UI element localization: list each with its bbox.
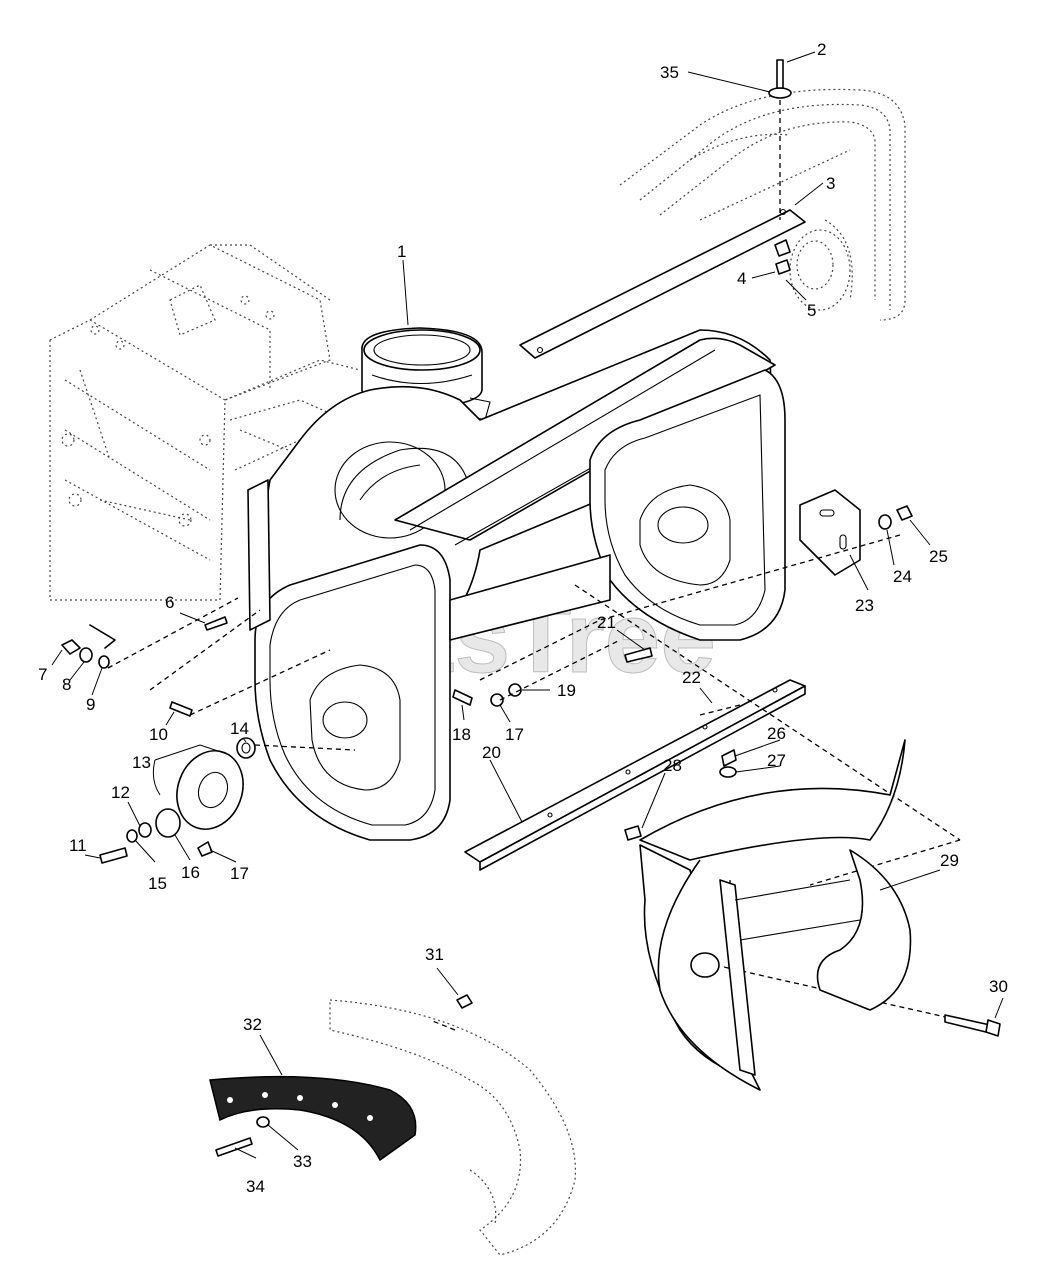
callout-21: 21 (597, 613, 616, 632)
part-23-skid (799, 489, 913, 576)
callout-34: 34 (246, 1177, 265, 1196)
callout-17b: 17 (505, 725, 524, 744)
engine-outline (49, 244, 361, 601)
callout-22: 22 (682, 668, 701, 687)
bearing-assembly (99, 737, 256, 864)
callout-23: 23 (855, 596, 874, 615)
callout-20: 20 (482, 743, 501, 762)
callout-labels: 1 2 3 4 5 6 7 8 9 10 11 12 13 14 15 16 1… (38, 40, 1008, 1196)
callout-7: 7 (38, 665, 47, 684)
callout-19: 19 (557, 681, 576, 700)
part-20-shave-plate (464, 679, 806, 871)
callout-26: 26 (767, 724, 786, 743)
hardware-left (61, 616, 653, 717)
callout-31: 31 (425, 945, 444, 964)
callout-5: 5 (807, 301, 816, 320)
callout-14: 14 (230, 719, 249, 738)
callout-15: 15 (148, 874, 167, 893)
part-29-auger (639, 739, 1001, 1091)
callout-18: 18 (452, 725, 471, 744)
callout-1: 1 (397, 242, 406, 261)
callout-30: 30 (989, 977, 1008, 996)
callout-32: 32 (243, 1015, 262, 1034)
part-32-paddle (209, 1075, 417, 1162)
part-3-bracket (519, 208, 806, 359)
callout-17a: 17 (230, 864, 249, 883)
auger-flight-outline (329, 994, 577, 1256)
hardware-top (624, 59, 792, 841)
callout-9: 9 (86, 695, 95, 714)
callout-28: 28 (663, 756, 682, 775)
callout-2: 2 (817, 40, 826, 59)
callout-13: 13 (132, 753, 151, 772)
callout-4: 4 (737, 269, 746, 288)
callout-6: 6 (165, 593, 174, 612)
callout-25: 25 (929, 547, 948, 566)
callout-27: 27 (767, 751, 786, 770)
callout-12: 12 (111, 783, 130, 802)
callout-8: 8 (62, 675, 71, 694)
callout-24: 24 (893, 567, 912, 586)
callout-10: 10 (149, 725, 168, 744)
callout-11: 11 (69, 836, 87, 855)
callout-33: 33 (293, 1152, 312, 1171)
callout-3: 3 (826, 174, 835, 193)
leader-lines (51, 51, 1004, 1159)
callout-29: 29 (940, 851, 959, 870)
callout-35: 35 (660, 63, 679, 82)
assembly-lines (107, 100, 961, 1031)
auger-housing (247, 329, 786, 841)
callout-16: 16 (181, 863, 200, 882)
